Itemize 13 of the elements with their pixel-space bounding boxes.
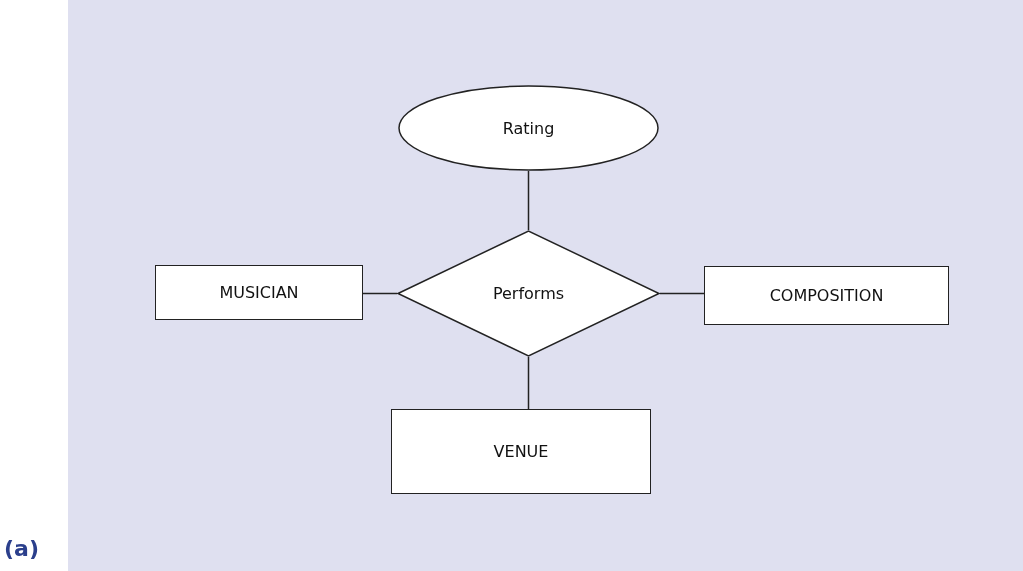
- connector-line: [527, 356, 530, 410]
- connector-line: [527, 170, 530, 231]
- entity-box: [155, 265, 363, 320]
- connector-line: [659, 292, 705, 295]
- node-label: MUSICIAN: [219, 283, 299, 302]
- node-label: VENUE: [493, 442, 549, 461]
- node-label: Rating: [502, 118, 555, 138]
- connector-line: [362, 292, 398, 295]
- entity-box: [704, 266, 949, 325]
- panel-label: (a): [4, 536, 39, 561]
- node-label: Performs: [492, 284, 565, 303]
- entity-box: [391, 409, 651, 494]
- node-label: COMPOSITION: [769, 286, 884, 305]
